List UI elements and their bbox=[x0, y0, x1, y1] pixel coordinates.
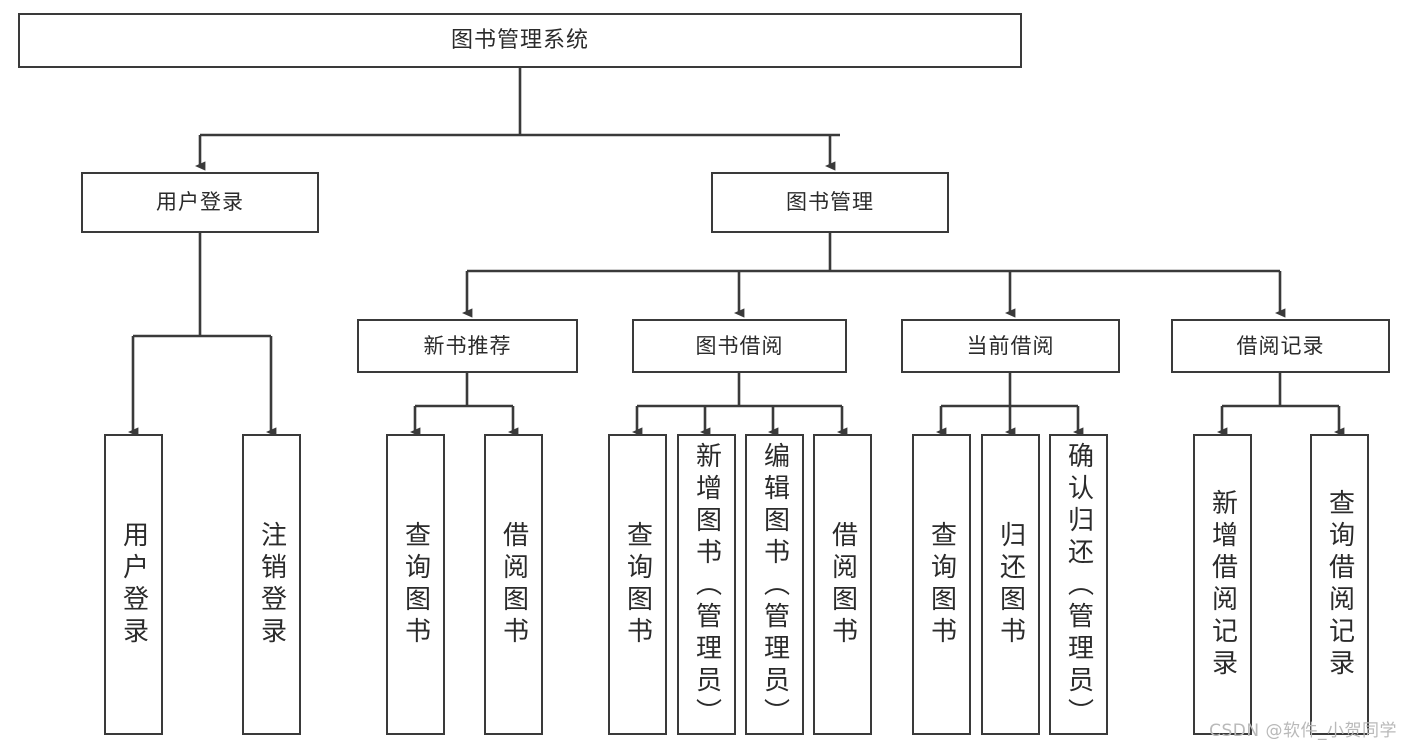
leaf-borrow-add-book-admin[interactable]: 新增图书（管理员） bbox=[677, 434, 736, 735]
node-label: 查询借阅记录 bbox=[1324, 488, 1355, 681]
leaf-recommend-query-book[interactable]: 查询图书 bbox=[386, 434, 445, 735]
leaf-borrow-borrow-book[interactable]: 借阅图书 bbox=[813, 434, 872, 735]
node-label: 新增图书（管理员） bbox=[691, 442, 722, 730]
node-book-borrow[interactable]: 图书借阅 bbox=[632, 319, 847, 373]
node-label: 图书管理系统 bbox=[450, 27, 589, 53]
node-current-borrow[interactable]: 当前借阅 bbox=[901, 319, 1120, 373]
node-label: 图书借阅 bbox=[695, 333, 784, 358]
node-label: 借阅图书 bbox=[827, 520, 858, 649]
node-label: 借阅图书 bbox=[498, 520, 529, 649]
leaf-current-return-book[interactable]: 归还图书 bbox=[981, 434, 1040, 735]
node-label: 用户登录 bbox=[156, 190, 244, 215]
leaf-current-query-book[interactable]: 查询图书 bbox=[912, 434, 971, 735]
node-label: 当前借阅 bbox=[966, 333, 1055, 358]
node-label: 图书管理 bbox=[786, 190, 874, 215]
node-label: 编辑图书（管理员） bbox=[759, 442, 790, 730]
leaf-record-query-record[interactable]: 查询借阅记录 bbox=[1310, 434, 1369, 735]
node-label: 借阅记录 bbox=[1236, 333, 1325, 358]
csdn-watermark: CSDN @软件_小贺同学 bbox=[1209, 721, 1397, 741]
leaf-recommend-borrow-book[interactable]: 借阅图书 bbox=[484, 434, 543, 735]
leaf-borrow-edit-book-admin[interactable]: 编辑图书（管理员） bbox=[745, 434, 804, 735]
node-label: 查询图书 bbox=[622, 520, 653, 649]
leaf-user-login-logout[interactable]: 注销登录 bbox=[242, 434, 301, 735]
node-root-system[interactable]: 图书管理系统 bbox=[18, 13, 1022, 68]
node-label: 归还图书 bbox=[995, 520, 1026, 649]
node-label: 用户登录 bbox=[118, 520, 149, 649]
node-label: 新增借阅记录 bbox=[1207, 488, 1238, 681]
leaf-borrow-query-book[interactable]: 查询图书 bbox=[608, 434, 667, 735]
node-user-login[interactable]: 用户登录 bbox=[81, 172, 319, 233]
leaf-current-confirm-return-admin[interactable]: 确认归还（管理员） bbox=[1049, 434, 1108, 735]
node-label: 新书推荐 bbox=[423, 333, 512, 358]
node-borrow-record[interactable]: 借阅记录 bbox=[1171, 319, 1390, 373]
node-label: 查询图书 bbox=[400, 520, 431, 649]
node-label: 查询图书 bbox=[926, 520, 957, 649]
node-label: 确认归还（管理员） bbox=[1063, 442, 1094, 730]
leaf-user-login-login[interactable]: 用户登录 bbox=[104, 434, 163, 735]
node-book-management[interactable]: 图书管理 bbox=[711, 172, 949, 233]
leaf-record-add-record[interactable]: 新增借阅记录 bbox=[1193, 434, 1252, 735]
node-label: 注销登录 bbox=[256, 520, 287, 649]
node-new-book-recommend[interactable]: 新书推荐 bbox=[357, 319, 578, 373]
